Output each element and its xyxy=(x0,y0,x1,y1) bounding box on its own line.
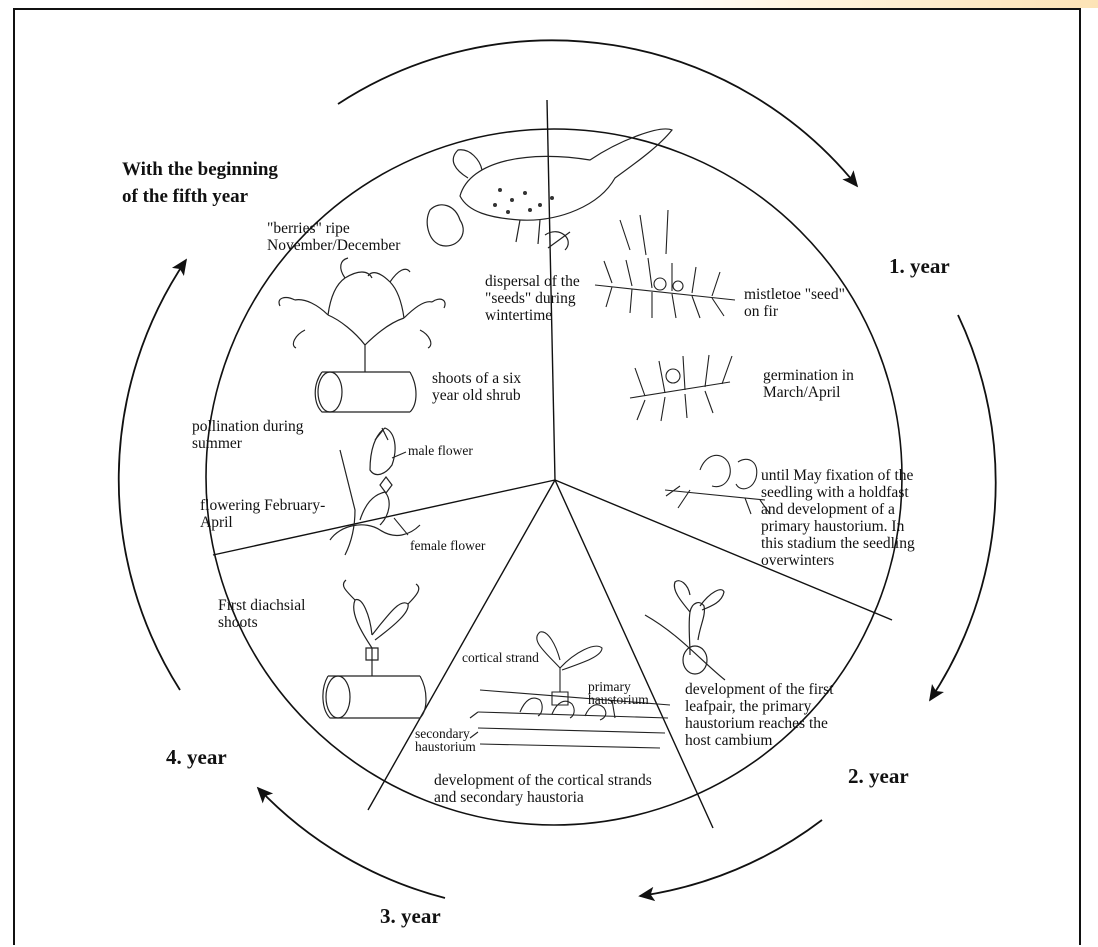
germination-illustration xyxy=(630,355,732,421)
divider-bottom-left xyxy=(368,480,555,810)
first-leafpair-illustration xyxy=(645,581,725,680)
fixation-label: until May fixation of the seedling with … xyxy=(761,467,961,569)
six-year-shrub-label: shoots of a six year old shrub xyxy=(432,370,572,404)
arrow-to-year5 xyxy=(119,260,186,690)
arrow-to-year1 xyxy=(338,40,857,186)
year-2-label: 2. year xyxy=(848,764,909,789)
dispersal-label: dispersal of the "seeds" during winterti… xyxy=(485,273,635,324)
six-year-shrub-illustration xyxy=(279,258,445,412)
flowering-label: flowering February- April xyxy=(200,497,360,531)
cortical-development-label: development of the cortical strands and … xyxy=(434,772,704,806)
pollination-label: pollination during summer xyxy=(192,418,352,452)
diachasial-shoots-label: First diachsial shoots xyxy=(218,597,358,631)
germination-label: germination in March/April xyxy=(763,367,903,401)
female-flower-label: female flower xyxy=(410,539,485,552)
year-3-label: 3. year xyxy=(380,904,441,929)
year-4-label: 4. year xyxy=(166,745,227,770)
arrow-to-year3 xyxy=(640,820,822,896)
fifth-year-label: With the beginning of the fifth year xyxy=(122,156,342,210)
first-leafpair-label: development of the first leafpair, the p… xyxy=(685,681,885,749)
holdfast-seedling-illustration xyxy=(665,455,770,514)
seed-on-fir-label: mistletoe "seed" on fir xyxy=(744,286,894,320)
cortical-strand-label: cortical strand xyxy=(462,651,539,664)
flower-pointer-lines xyxy=(392,452,408,535)
male-flower-label: male flower xyxy=(408,444,473,457)
berries-ripe-label: "berries" ripe November/December xyxy=(267,220,447,254)
year-1-label: 1. year xyxy=(889,254,950,279)
primary-haustorium-label: primary haustorium xyxy=(588,680,649,706)
secondary-haustorium-label: secondary haustorium xyxy=(415,727,476,753)
arrow-to-year4 xyxy=(258,788,445,898)
